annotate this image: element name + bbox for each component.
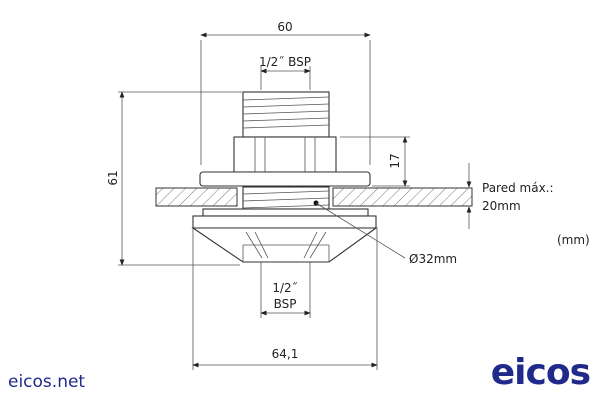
fitting [191, 91, 378, 263]
brand-logo: eicos [490, 352, 591, 393]
units-label: (mm) [557, 233, 590, 247]
wall-value: 20mm [482, 199, 521, 213]
dim-flange-height: 17 [388, 153, 402, 168]
dim-hole-diameter: Ø32mm [409, 252, 457, 266]
dim-thread-bottom-1: 1/2˝ [272, 281, 297, 295]
dim-width-bottom: 64,1 [272, 347, 299, 361]
dim-width-top: 60 [277, 20, 292, 34]
wall-section [155, 187, 473, 207]
dim-height-total: 61 [106, 170, 120, 185]
wall-label: Pared máx.: [482, 181, 554, 195]
dim-thread-bottom-2: BSP [274, 297, 297, 311]
dim-thread-top: 1/2˝ BSP [259, 55, 311, 69]
dimension-lines [118, 32, 472, 370]
website-link[interactable]: eicos.net [8, 372, 86, 392]
